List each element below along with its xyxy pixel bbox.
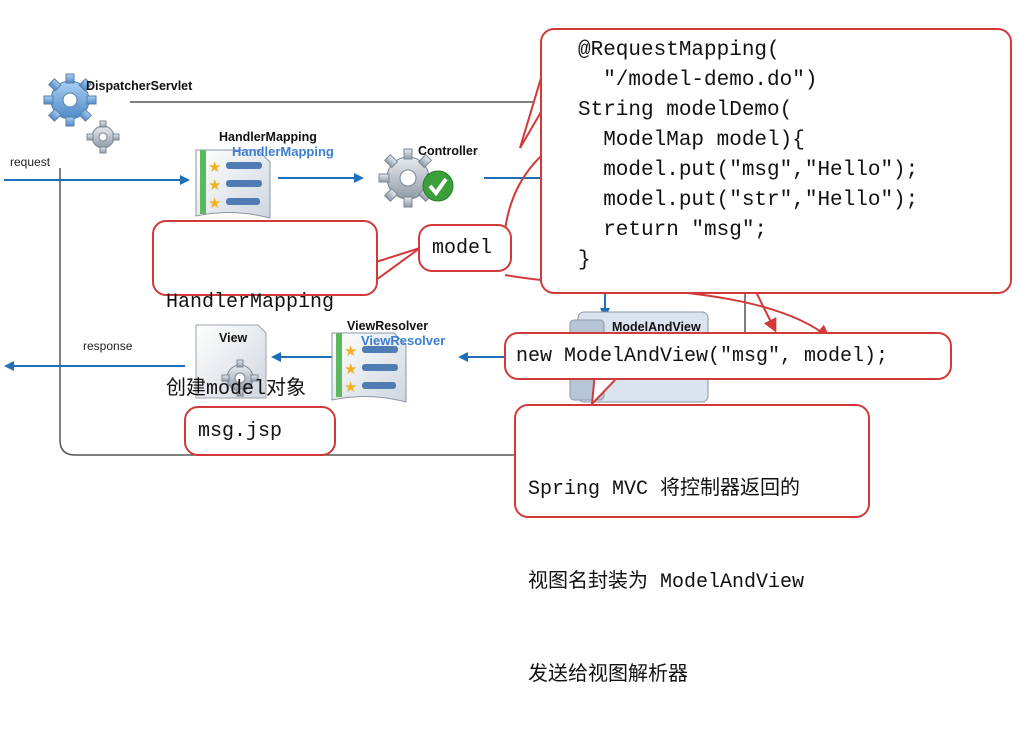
svg-text:★: ★ bbox=[344, 378, 357, 396]
hm-callout-tail bbox=[375, 247, 421, 281]
model-callout: model bbox=[418, 224, 512, 272]
callout-line: Spring MVC 将控制器返回的 bbox=[528, 478, 801, 501]
jsp-callout: msg.jsp bbox=[184, 406, 336, 456]
model-and-view-callout: new ModelAndView("msg", model); bbox=[504, 332, 952, 380]
code-block: @RequestMapping( "/model-demo.do") String… bbox=[578, 36, 918, 276]
code-line: } bbox=[578, 249, 591, 272]
code-callout: @RequestMapping( "/model-demo.do") String… bbox=[540, 28, 1012, 294]
view-label: View bbox=[219, 331, 248, 345]
flow-arrows bbox=[4, 173, 610, 371]
svg-text:★: ★ bbox=[208, 194, 221, 212]
handler-mapping-callout: HandlerMapping 创建model对象 bbox=[152, 220, 378, 401]
code-line: String modelDemo( bbox=[578, 99, 793, 122]
controller-icon bbox=[378, 148, 454, 208]
model-and-view-label: ModelAndView bbox=[612, 320, 701, 334]
code-line: return "msg"; bbox=[578, 219, 768, 242]
callout-text: new ModelAndView("msg", model); bbox=[516, 345, 889, 368]
spring-note-callout: Spring MVC 将控制器返回的 视图名封装为 ModelAndView 发… bbox=[514, 404, 870, 687]
svg-text:★: ★ bbox=[208, 158, 221, 176]
callout-text: model bbox=[432, 237, 493, 260]
code-callout-tail bbox=[519, 77, 542, 149]
callout-line: 创建model对象 bbox=[166, 378, 307, 401]
spring-mvc-diagram: ★ ★ ★ bbox=[4, 28, 1012, 687]
callout-line: 视图名封装为 ModelAndView bbox=[528, 571, 805, 594]
dispatcher-servlet-label: DispatcherServlet bbox=[86, 79, 193, 93]
view-resolver-sublabel: ViewResolver bbox=[361, 333, 446, 348]
handler-mapping-icon: ★ ★ ★ bbox=[195, 149, 271, 219]
code-line: model.put("msg","Hello"); bbox=[578, 159, 919, 182]
svg-text:★: ★ bbox=[344, 342, 357, 360]
callout-line: HandlerMapping bbox=[166, 291, 335, 314]
svg-text:★: ★ bbox=[344, 360, 357, 378]
request-label: request bbox=[10, 155, 51, 169]
handler-mapping-sublabel: HandlerMapping bbox=[232, 144, 334, 159]
gear-icon bbox=[43, 73, 120, 154]
svg-text:★: ★ bbox=[208, 176, 221, 194]
handler-mapping-label: HandlerMapping bbox=[219, 130, 317, 144]
response-label: response bbox=[83, 339, 133, 353]
callout-line: 发送给视图解析器 bbox=[528, 664, 688, 687]
view-resolver-icon: ★ ★ ★ bbox=[331, 332, 407, 403]
callout-text: msg.jsp bbox=[198, 420, 283, 443]
controller-label: Controller bbox=[418, 144, 478, 158]
code-line: "/model-demo.do") bbox=[578, 69, 818, 92]
code-line: ModelMap model){ bbox=[578, 129, 805, 152]
code-line: @RequestMapping( bbox=[578, 39, 780, 62]
code-line: model.put("str","Hello"); bbox=[578, 189, 919, 212]
view-resolver-label: ViewResolver bbox=[347, 319, 429, 333]
view-icon bbox=[195, 324, 267, 399]
